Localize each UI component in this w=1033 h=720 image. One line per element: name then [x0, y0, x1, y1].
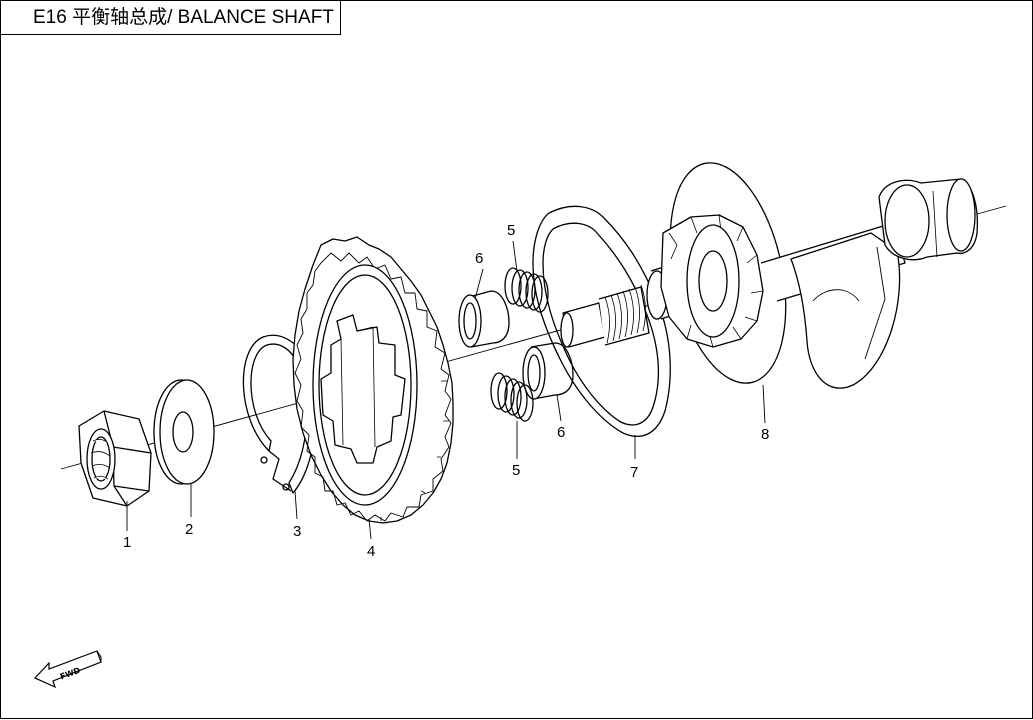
callout-2: 2: [185, 521, 193, 538]
callout-6-lower: 6: [557, 424, 565, 441]
callout-8: 8: [761, 426, 769, 443]
part-spring-lower: [490, 372, 534, 422]
part-spring-upper: [504, 267, 549, 313]
part-weight-plate: [532, 205, 671, 437]
callout-7: 7: [630, 464, 638, 481]
callout-3: 3: [293, 523, 301, 540]
part-balance-shaft: [646, 162, 979, 389]
part-bush-lower: [522, 342, 574, 400]
callout-labels: 1 2 3 4 5 6 5 6 7 8: [123, 222, 769, 560]
callout-5-upper: 5: [507, 222, 515, 239]
callout-4: 4: [367, 543, 375, 560]
callout-5-lower: 5: [512, 462, 520, 479]
part-circlip: [242, 334, 318, 494]
part-bush-upper: [458, 290, 510, 348]
callout-6-upper: 6: [475, 250, 483, 267]
diagram-title: E16 平衡轴总成/ BALANCE SHAFT: [1, 1, 341, 35]
fwd-arrow-icon: FWD: [33, 650, 102, 689]
part-balance-gear: [292, 236, 454, 524]
part-hex-nut: [78, 410, 152, 507]
part-washer: [153, 379, 215, 485]
leader-lines: [126, 240, 766, 540]
callout-1: 1: [123, 534, 131, 551]
